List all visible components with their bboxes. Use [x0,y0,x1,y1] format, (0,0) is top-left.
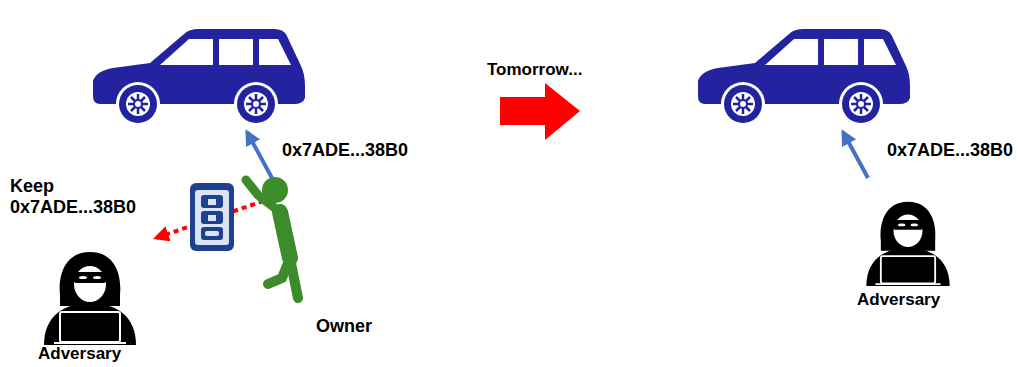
signal-arrow [247,132,272,178]
time-arrow [500,83,580,140]
eavesdrop-arrow [156,198,272,238]
signal-arrow [843,132,868,178]
key-code: 0x7ADE...38B0 [887,140,1013,161]
adversary-figure [44,252,136,345]
figure-caption: Owner [316,316,372,337]
car [698,29,910,123]
figure-caption: Adversary [857,290,940,310]
note: Keep 0x7ADE...38B0 [10,176,136,217]
key-fob [190,183,234,251]
figure-caption: Adversary [38,344,121,364]
owner-figure [246,177,298,298]
adversary-figure [866,202,949,286]
time-label: Tomorrow... [487,60,582,80]
car [93,29,305,123]
key-code: 0x7ADE...38B0 [282,140,408,161]
